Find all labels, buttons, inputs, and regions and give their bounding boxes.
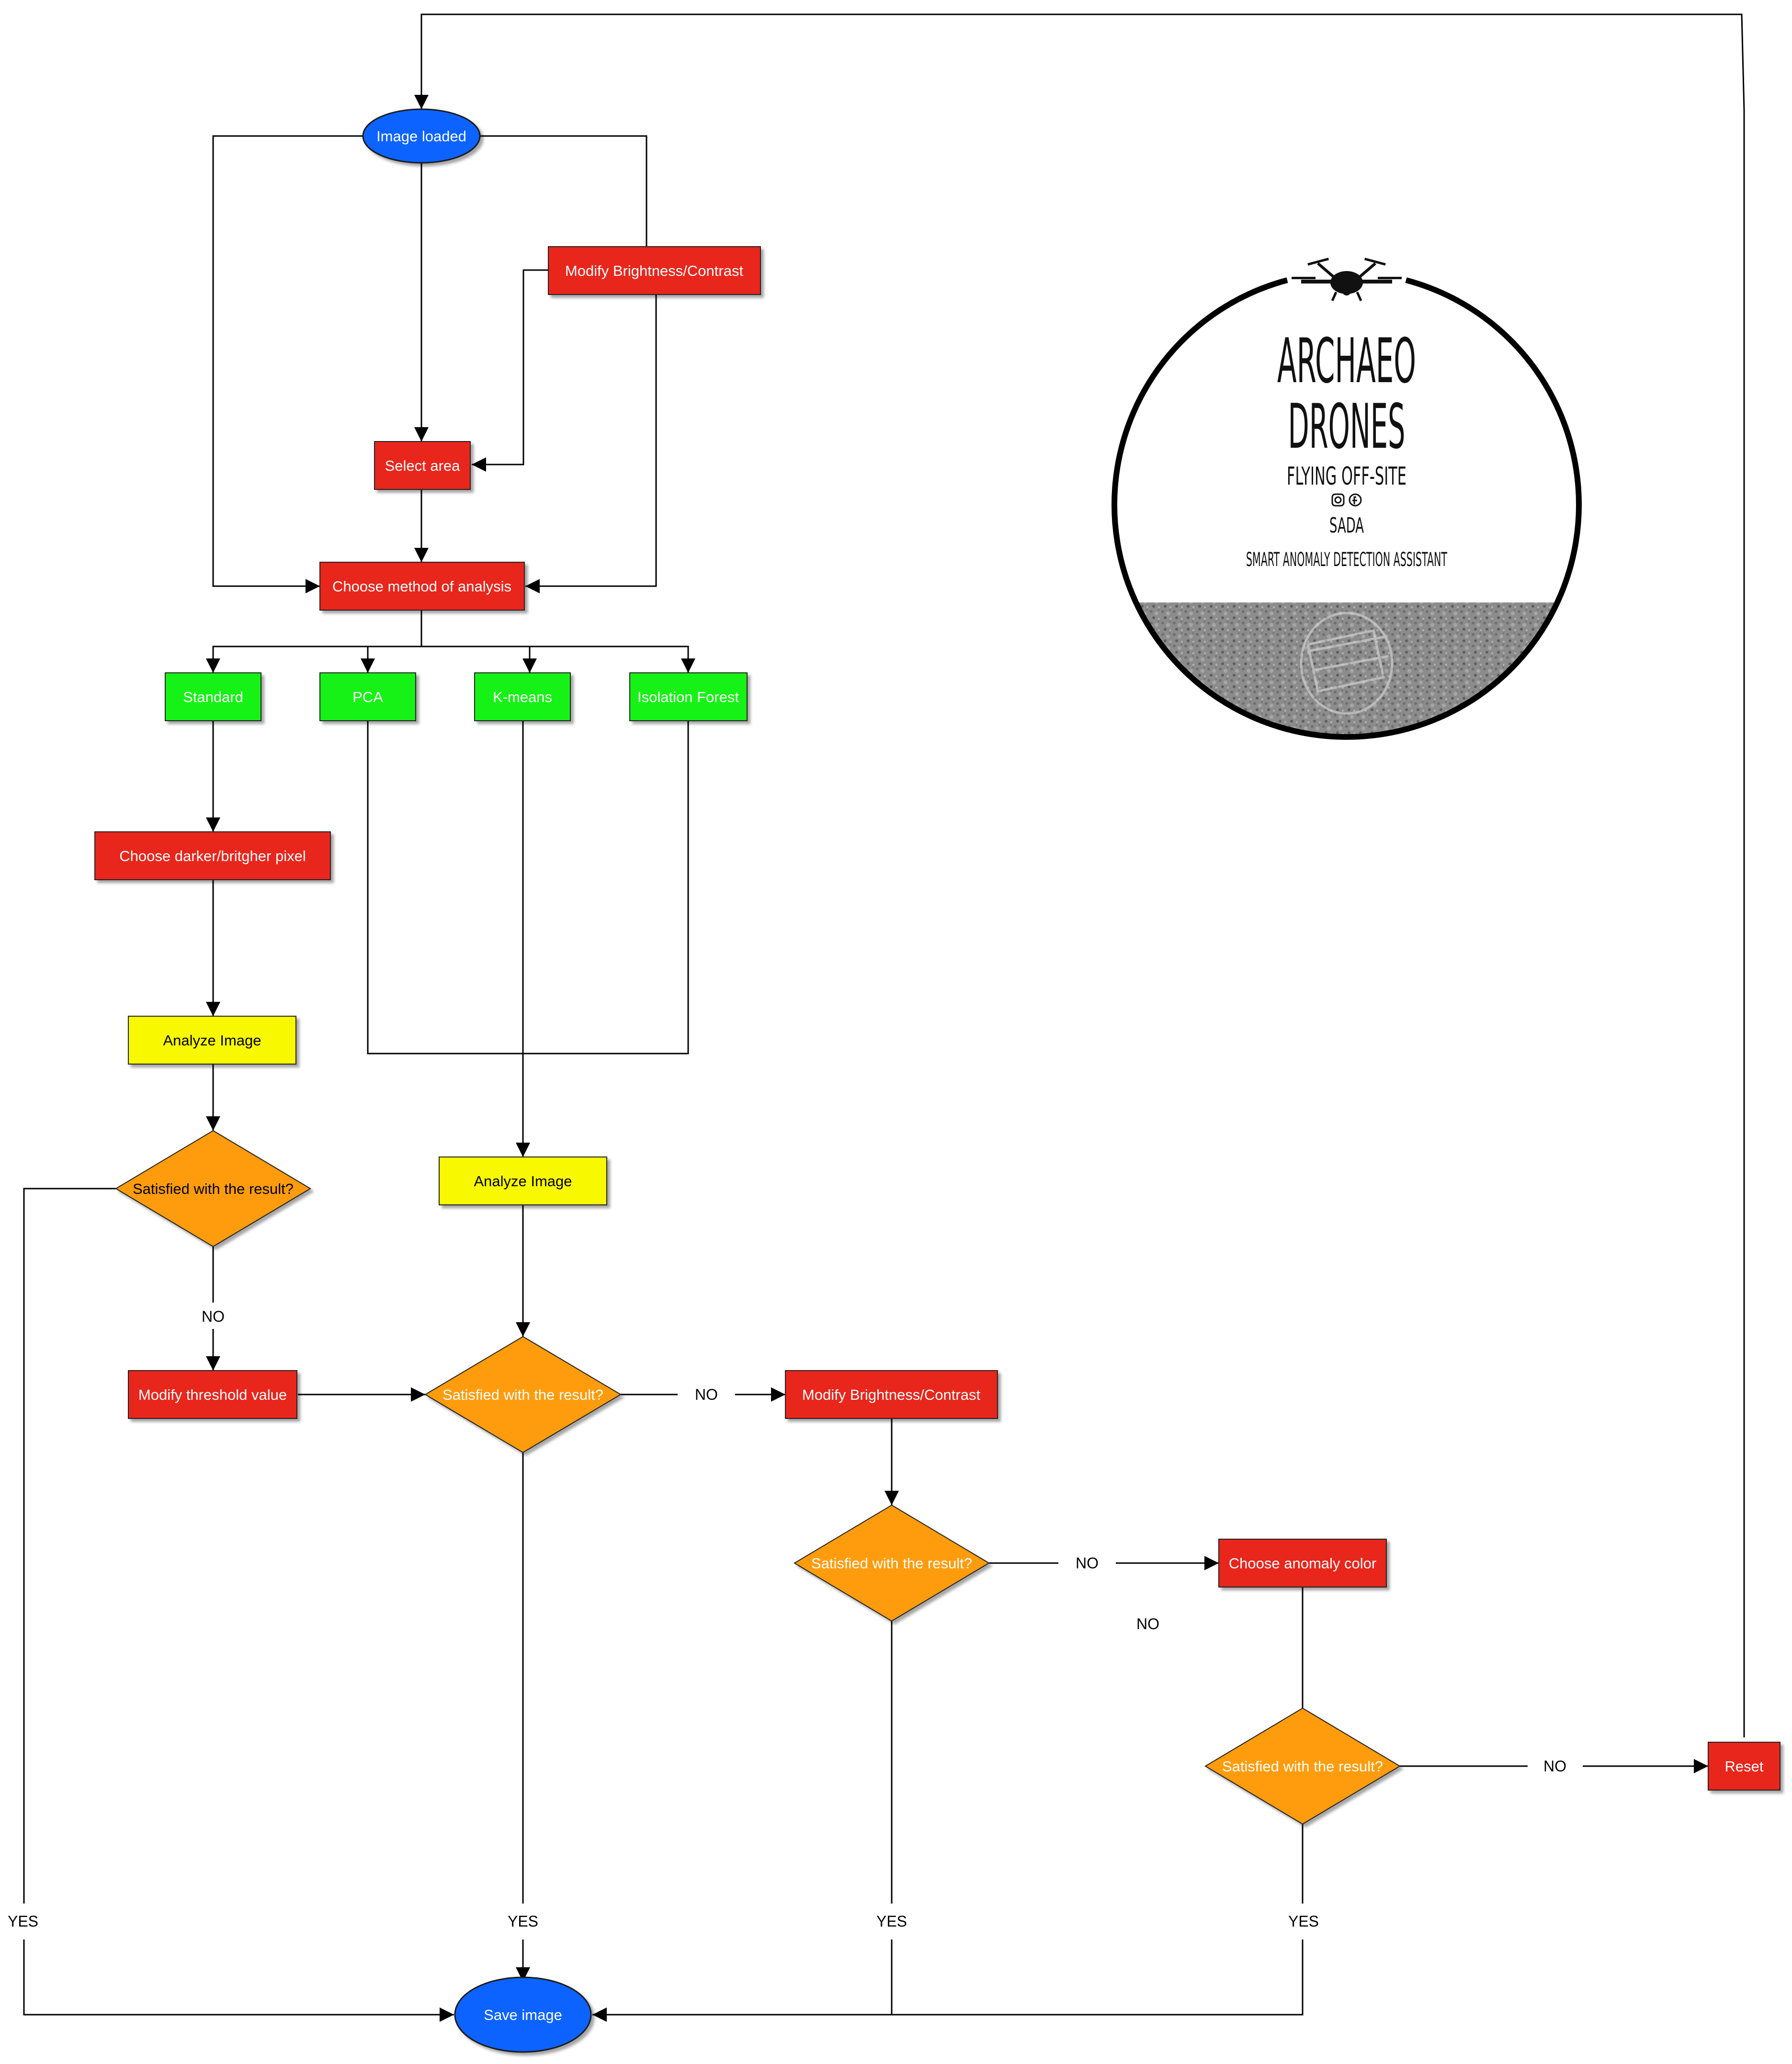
node-label: K-means [493,689,552,705]
node-decision-3[interactable]: Satisfied with the result? [794,1504,990,1622]
edge-label-yes: YES [1288,1913,1319,1930]
edge-label-yes: YES [876,1913,907,1930]
node-label: Choose anomaly color [1229,1555,1376,1572]
node-standard[interactable]: Standard [165,672,261,721]
node-label: Satisfied with the result? [1222,1758,1383,1775]
edge-labels: NO NO NO NO NO YES YES YES YES [8,1308,1566,1930]
logo-line-1: ARCHAEO [1277,326,1416,397]
edge-choose-method-split [212,610,689,673]
node-kmeans[interactable]: K-means [474,672,571,721]
node-image-loaded[interactable]: Image loaded [362,108,481,164]
logo-line-2: DRONES [1288,391,1406,463]
node-choose-pixel[interactable]: Choose darker/britgher pixel [94,831,331,880]
node-label: Standard [183,689,243,705]
node-label: Save image [484,2007,562,2023]
node-modify-bc-top[interactable]: Modify Brightness/Contrast [548,246,761,295]
edge-modify-bc-to-choose-method [525,295,657,593]
node-decision-1[interactable]: Satisfied with the result? [115,1130,311,1247]
edge-image-loaded-to-choose-method [212,135,363,593]
node-label: Isolation Forest [637,689,739,705]
node-isolation-forest[interactable]: Isolation Forest [629,672,748,721]
node-label: Analyze Image [163,1032,261,1049]
node-label: Modify Brightness/Contrast [802,1386,981,1403]
node-decision-2[interactable]: Satisfied with the result? [424,1336,622,1453]
node-modify-threshold[interactable]: Modify threshold value [128,1370,297,1419]
logo-acronym: SADA [1329,513,1364,538]
node-save-image[interactable]: Save image [454,1976,592,2053]
node-reset[interactable]: Reset [1708,1742,1781,1791]
node-choose-method[interactable]: Choose method of analysis [319,562,525,611]
edge-modify-bc-to-select-area [472,269,548,472]
connectors [23,13,1745,2015]
edge-image-loaded-to-modify-bc [480,135,647,247]
node-label: Choose darker/britgher pixel [119,848,306,864]
instagram-icon [1331,493,1345,507]
node-label: Select area [385,457,461,474]
node-label: Analyze Image [474,1173,572,1190]
node-modify-bc-mid[interactable]: Modify Brightness/Contrast [785,1370,998,1419]
logo-texture [1114,602,1579,735]
node-analyze-mid[interactable]: Analyze Image [439,1157,607,1205]
edge-label-yes: YES [508,1913,538,1930]
logo-ring [1111,277,1582,740]
buried-structure-outline [1300,612,1394,715]
node-label: Satisfied with the result? [133,1180,294,1197]
social-icons [1331,493,1362,507]
archaeodrones-logo: ARCHAEO DRONES FLYING OFF-SITE SADA SMAR… [1111,258,1582,740]
node-label: Modify threshold value [138,1386,287,1403]
edge-label-no: NO [202,1308,225,1325]
node-label: PCA [352,689,383,705]
edge-label-no: NO [695,1386,718,1403]
edge-label-no: NO [1076,1554,1099,1572]
edge-label-yes: YES [8,1913,38,1930]
logo-subtitle: SMART ANOMALY DETECTION ASSISTANT [1246,549,1447,571]
edge-pca-iforest-join [367,721,689,1055]
edge-label-no: NO [1543,1758,1566,1775]
facebook-icon [1349,493,1362,507]
node-label: Image loaded [376,128,466,145]
edge-label-no: NO [1136,1615,1159,1633]
node-label: Satisfied with the result? [811,1555,972,1572]
logo-tagline: FLYING OFF-SITE [1287,462,1406,491]
edge-reset-to-image-loaded [414,13,1745,1737]
edge-decision-1-yes [23,1188,454,2015]
node-select-area[interactable]: Select area [374,441,471,490]
node-label: Choose method of analysis [332,578,511,595]
node-pca[interactable]: PCA [319,672,416,721]
edge-decision-4-yes [592,1824,1304,2015]
node-label: Satisfied with the result? [442,1386,603,1403]
drone-icon [1292,258,1402,302]
node-label: Reset [1725,1758,1764,1775]
node-analyze-left[interactable]: Analyze Image [128,1016,296,1065]
node-label: Modify Brightness/Contrast [565,262,744,279]
node-choose-color[interactable]: Choose anomaly color [1218,1539,1387,1588]
node-decision-4[interactable]: Satisfied with the result? [1204,1707,1401,1825]
